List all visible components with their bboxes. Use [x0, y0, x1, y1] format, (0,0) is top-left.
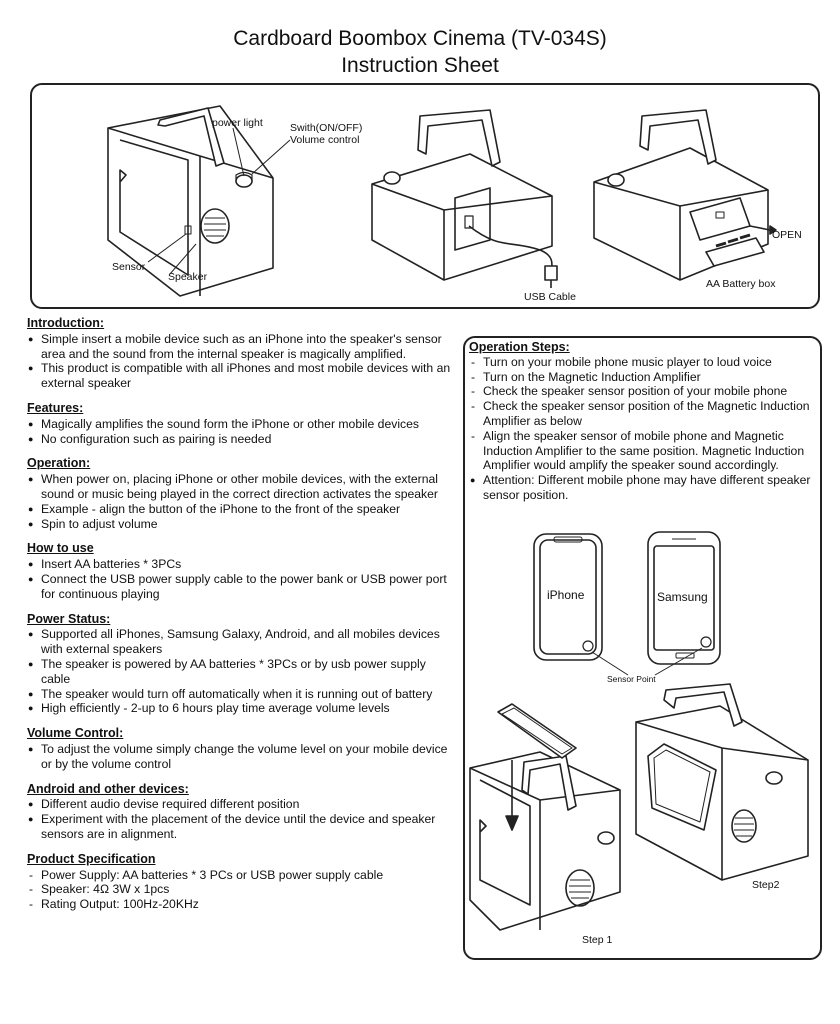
operation-steps-title: Operation Steps:	[469, 340, 570, 354]
list-item: Turn on your mobile phone music player t…	[469, 355, 814, 370]
section: Features: Magically amplifies the sound f…	[27, 401, 457, 446]
list-item: Rating Output: 100Hz-20KHz	[27, 897, 457, 912]
list-item: High efficiently - 2-up to 6 hours play …	[27, 701, 457, 716]
document-title: Cardboard Boombox Cinema (TV-034S)	[233, 27, 607, 50]
sensor-point-label: Sensor Point	[607, 674, 656, 684]
document-subtitle: Instruction Sheet	[341, 54, 499, 77]
section-list: Simple insert a mobile device such as an…	[27, 332, 457, 391]
instruction-column: Introduction: Simple insert a mobile devi…	[27, 316, 457, 922]
iphone-label: iPhone	[547, 588, 585, 602]
section-list: Magically amplifies the sound form the i…	[27, 417, 457, 447]
open-label: OPEN	[772, 229, 802, 241]
list-item: Magically amplifies the sound form the i…	[27, 417, 457, 432]
section-list: Supported all iPhones, Samsung Galaxy, A…	[27, 627, 457, 716]
list-item: Power Supply: AA batteries * 3 PCs or US…	[27, 868, 457, 883]
section-list: Power Supply: AA batteries * 3 PCs or US…	[27, 868, 457, 912]
step2-label: Step2	[752, 879, 780, 891]
product-diagram-panel	[30, 83, 820, 309]
section-list: To adjust the volume simply change the v…	[27, 742, 457, 772]
list-item: Check the speaker sensor position of you…	[469, 384, 814, 399]
boombox-battery-diagram	[593, 109, 777, 281]
section-title: Volume Control:	[27, 726, 124, 741]
list-item: Simple insert a mobile device such as an…	[27, 332, 457, 362]
section-title: Operation:	[27, 456, 91, 471]
volume-control-label: Volume control	[290, 134, 359, 146]
list-item: The speaker would turn off automatically…	[27, 687, 457, 702]
iphone-drawing	[533, 533, 603, 661]
section: Operation:When power on, placing iPhone …	[27, 456, 457, 531]
list-item: Align the speaker sensor of mobile phone…	[469, 429, 814, 473]
section: How to useInsert AA batteries * 3PCsConn…	[27, 541, 457, 601]
samsung-label: Samsung	[657, 590, 708, 604]
boombox-back-diagram	[371, 109, 558, 288]
section: Power Status:Supported all iPhones, Sams…	[27, 612, 457, 717]
section: Introduction: Simple insert a mobile devi…	[27, 316, 457, 391]
power-light-label: power light	[212, 117, 263, 129]
section: Android and other devices:Different audi…	[27, 782, 457, 842]
operation-steps: Operation Steps: Turn on your mobile pho…	[469, 340, 814, 503]
section: Volume Control:To adjust the volume simp…	[27, 726, 457, 771]
section-title: Power Status:	[27, 611, 111, 626]
attention-note: Attention: Different mobile phone may ha…	[469, 473, 814, 503]
section-title: How to use	[27, 541, 94, 556]
speaker-label: Speaker	[168, 271, 208, 283]
list-item: Connect the USB power supply cable to th…	[27, 572, 457, 602]
battery-box-label: AA Battery box	[706, 278, 776, 290]
samsung-drawing	[647, 531, 721, 665]
list-item: Example - align the button of the iPhone…	[27, 502, 457, 517]
list-item: Supported all iPhones, Samsung Galaxy, A…	[27, 627, 457, 657]
list-item: Check the speaker sensor position of the…	[469, 399, 814, 429]
list-item: This product is compatible with all iPho…	[27, 361, 457, 391]
sensor-label: Sensor	[112, 261, 146, 273]
operation-steps-list: Turn on your mobile phone music player t…	[469, 355, 814, 503]
section-title: Android and other devices:	[27, 781, 189, 796]
step2-diagram	[635, 683, 809, 881]
list-item: The speaker is powered by AA batteries *…	[27, 657, 457, 687]
section-list: Different audio devise required differen…	[27, 797, 457, 841]
step1-label: Step 1	[582, 934, 613, 946]
operation-steps-panel	[463, 336, 822, 960]
switch-label: Swith(ON/OFF)	[290, 122, 362, 134]
list-item: To adjust the volume simply change the v…	[27, 742, 457, 772]
section-title: Features:	[27, 400, 84, 415]
list-item: Spin to adjust volume	[27, 517, 457, 532]
list-item: Insert AA batteries * 3PCs	[27, 557, 457, 572]
section-list: Insert AA batteries * 3PCsConnect the US…	[27, 557, 457, 601]
section-title: Product Specification	[27, 851, 156, 866]
list-item: Turn on the Magnetic Induction Amplifier	[469, 370, 814, 385]
list-item: Speaker: 4Ω 3W x 1pcs	[27, 882, 457, 897]
section-list: When power on, placing iPhone or other m…	[27, 472, 457, 531]
list-item: No configuration such as pairing is need…	[27, 432, 457, 447]
boombox-front-diagram	[107, 105, 291, 297]
list-item: When power on, placing iPhone or other m…	[27, 472, 457, 502]
step1-diagram	[469, 703, 621, 931]
list-item: Different audio devise required differen…	[27, 797, 457, 812]
list-item: Experiment with the placement of the dev…	[27, 812, 457, 842]
section-title: Introduction:	[27, 316, 105, 330]
section: Product SpecificationPower Supply: AA ba…	[27, 852, 457, 912]
usb-cable-label: USB Cable	[524, 291, 576, 303]
